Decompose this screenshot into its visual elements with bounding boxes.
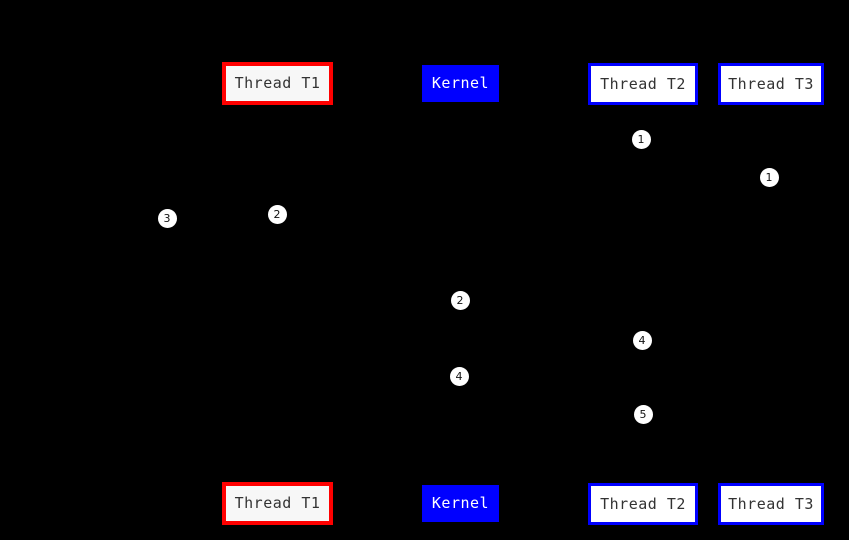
step-number: 1 (637, 132, 645, 146)
step-number: 2 (456, 293, 464, 307)
step-marker-t2-4: 4 (632, 330, 652, 350)
step-marker-t3-1: 1 (759, 167, 779, 187)
participant-label: Thread T1 (234, 74, 321, 92)
step-marker-kernel-2: 2 (450, 290, 470, 310)
step-number: 3 (163, 211, 171, 225)
step-marker-t1-2: 2 (267, 204, 287, 224)
participant-thread-t3-bottom[interactable]: Thread T3 (718, 483, 824, 525)
message-arrow-3 (167, 218, 277, 219)
lifeline-thread-t1 (277, 105, 278, 482)
step-number: 5 (639, 407, 647, 421)
participant-thread-t2-top[interactable]: Thread T2 (588, 63, 698, 105)
step-number: 2 (273, 207, 281, 221)
step-marker-t2-5: 5 (633, 404, 653, 424)
step-number: 4 (638, 333, 646, 347)
step-number: 1 (765, 170, 773, 184)
participant-thread-t1-bottom[interactable]: Thread T1 (222, 482, 333, 525)
step-marker-kernel-4: 4 (449, 366, 469, 386)
message-arrow-4 (277, 300, 460, 301)
step-number: 4 (455, 369, 463, 383)
participant-thread-t3-top[interactable]: Thread T3 (718, 63, 824, 105)
message-arrow-5 (460, 340, 643, 341)
participant-thread-t2-bottom[interactable]: Thread T2 (588, 483, 698, 525)
participant-kernel-top[interactable]: Kernel (422, 65, 499, 102)
participant-label: Thread T3 (728, 494, 814, 513)
lifeline-thread-t2 (643, 105, 644, 483)
message-arrow-1 (277, 139, 643, 140)
participant-label: Thread T2 (600, 494, 686, 513)
participant-label: Thread T3 (728, 74, 814, 93)
lifeline-thread-t3 (770, 105, 771, 483)
step-marker-left-3: 3 (157, 208, 177, 228)
message-arrow-7 (460, 414, 643, 415)
participant-label: Kernel (431, 74, 490, 92)
message-arrow-6 (277, 376, 460, 377)
participant-label: Kernel (431, 494, 490, 512)
participant-label: Thread T1 (234, 494, 321, 512)
participant-label: Thread T2 (600, 74, 686, 93)
step-marker-t2-1: 1 (631, 129, 651, 149)
message-arrow-2 (277, 177, 770, 178)
participant-kernel-bottom[interactable]: Kernel (422, 485, 499, 522)
participant-thread-t1-top[interactable]: Thread T1 (222, 62, 333, 105)
